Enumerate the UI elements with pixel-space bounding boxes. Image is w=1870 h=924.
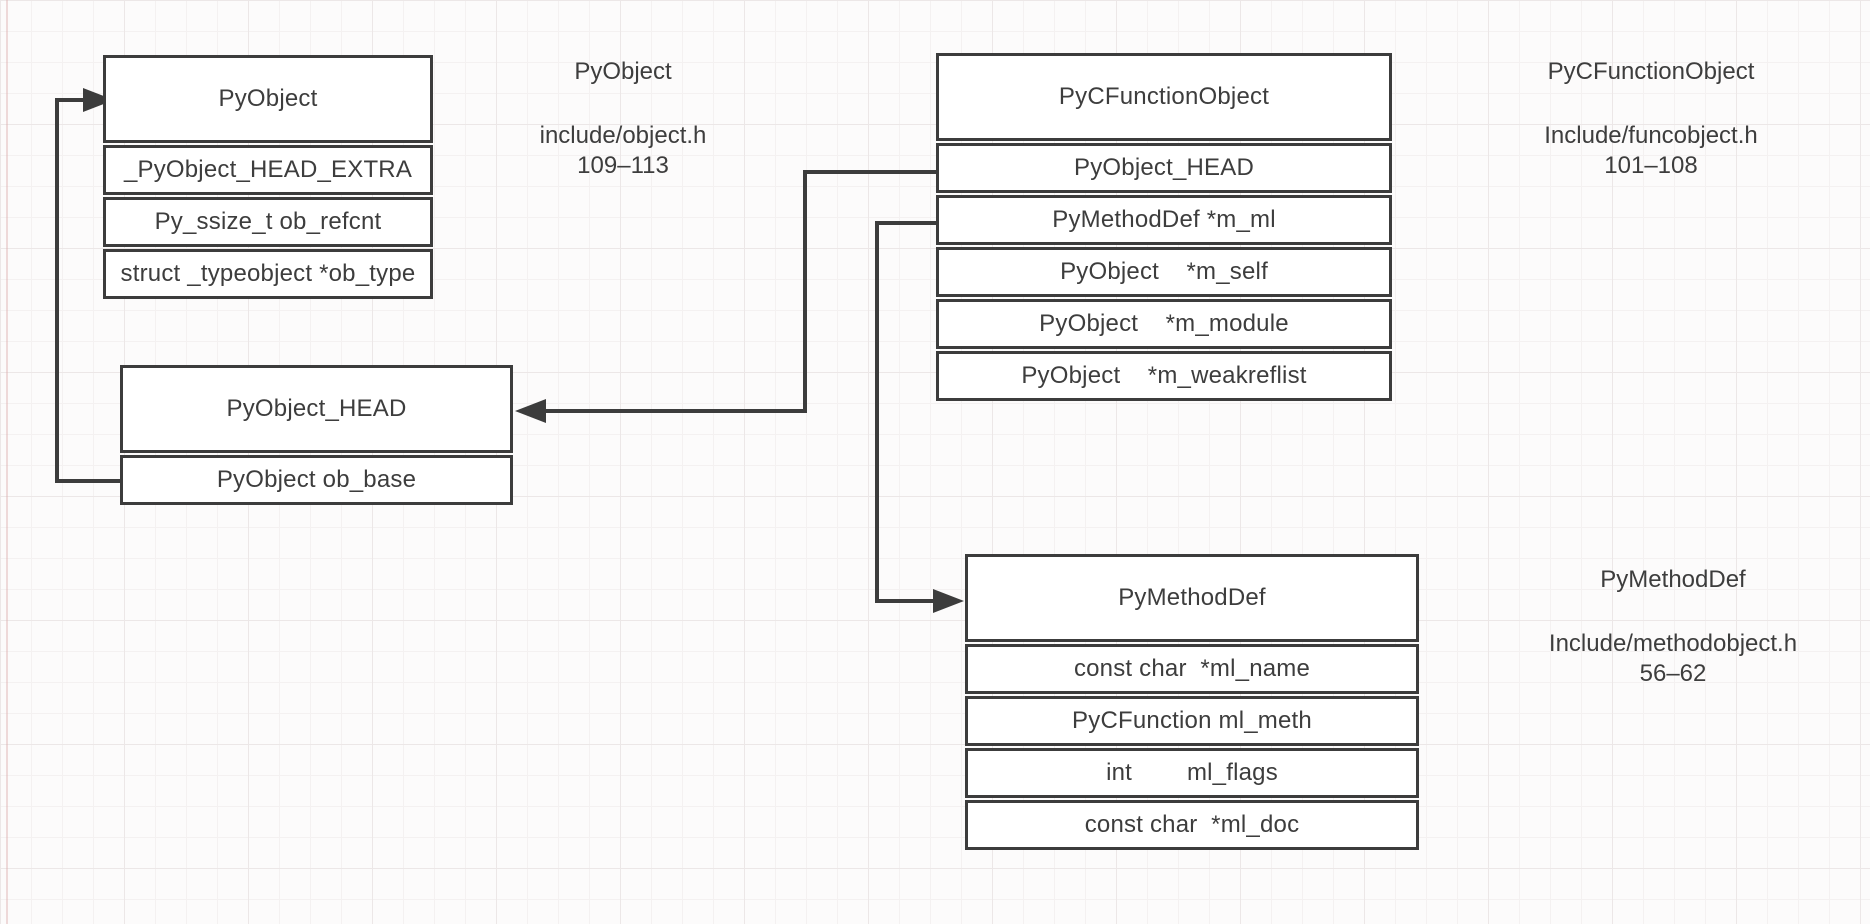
struct-row: PyCFunction ml_meth (965, 696, 1419, 746)
ref-lines: 56–62 (1639, 660, 1707, 687)
struct-row: PyObject *m_weakreflist (936, 351, 1392, 401)
struct-box-pyobject-head: PyObject_HEAD PyObject ob_base (120, 365, 513, 505)
ref-lines: 101–108 (1604, 152, 1698, 179)
arrow-mml-to-pymethoddef (875, 221, 936, 603)
canvas-left-edge-line (6, 0, 8, 924)
ref-lines: 109–113 (577, 152, 669, 179)
struct-row: PyMethodDef *m_ml (936, 195, 1392, 245)
struct-row: PyObject_HEAD (936, 143, 1392, 193)
struct-title-pyobject-head: PyObject_HEAD (120, 365, 513, 453)
ref-label-pymethoddef: PyMethodDef Include/methodobject.h 56–62 (1508, 566, 1838, 688)
struct-row: _PyObject_HEAD_EXTRA (103, 145, 433, 195)
ref-name: PyMethodDef (1600, 566, 1746, 593)
ref-file: Include/methodobject.h (1548, 630, 1798, 657)
arrowhead-right-icon (933, 589, 964, 613)
ref-name: PyObject (574, 58, 672, 85)
struct-row: PyObject *m_module (936, 299, 1392, 349)
ref-file: include/object.h (539, 122, 707, 149)
struct-row: struct _typeobject *ob_type (103, 249, 433, 299)
struct-title-pyobject: PyObject (103, 55, 433, 143)
ref-name: PyCFunctionObject (1547, 58, 1755, 85)
struct-title-pymethoddef: PyMethodDef (965, 554, 1419, 642)
struct-row: PyObject ob_base (120, 455, 513, 505)
struct-row: int ml_flags (965, 748, 1419, 798)
ref-label-pyobject: PyObject include/object.h 109–113 (478, 58, 768, 180)
struct-row: Py_ssize_t ob_refcnt (103, 197, 433, 247)
struct-row: const char *ml_doc (965, 800, 1419, 850)
struct-title-pycfunctionobject: PyCFunctionObject (936, 53, 1392, 141)
arrow-pyobjecthead-row-to-pyobjecthead-box (546, 170, 936, 413)
arrowhead-left-icon (515, 399, 546, 423)
struct-row: PyObject *m_self (936, 247, 1392, 297)
ref-file: Include/funcobject.h (1544, 122, 1758, 149)
struct-row: const char *ml_name (965, 644, 1419, 694)
ref-label-pycfunctionobject: PyCFunctionObject Include/funcobject.h 1… (1495, 58, 1807, 180)
